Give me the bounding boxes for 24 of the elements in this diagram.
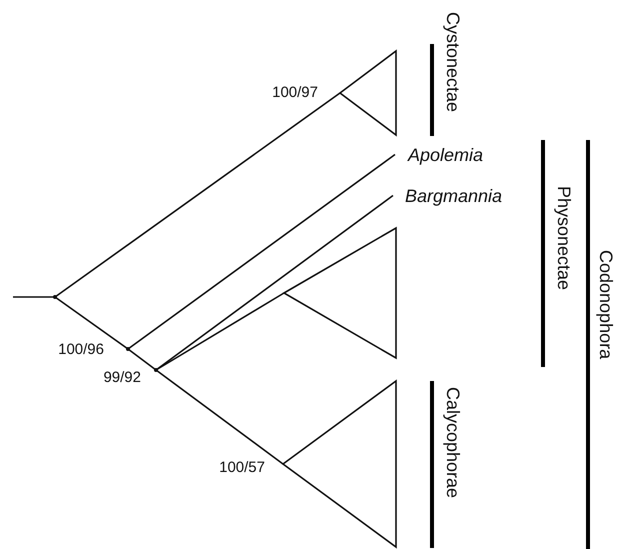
taxon-label: Bargmannia	[393, 185, 502, 207]
clade-name: Cystonectae	[443, 12, 462, 112]
branch-line	[156, 292, 284, 371]
support-value: 100/97	[272, 84, 318, 102]
clade-name: Calycophorae	[443, 387, 462, 498]
branch-line	[156, 194, 394, 371]
branch-point	[53, 295, 57, 299]
branch-line	[54, 296, 128, 350]
support-value: 100/57	[219, 459, 265, 477]
branch-line	[128, 348, 156, 371]
branch-point	[154, 368, 158, 372]
branch-line	[13, 296, 55, 298]
taxon-label: Apolemia	[395, 144, 484, 166]
branch-line	[54, 92, 340, 298]
branch-line	[128, 154, 396, 350]
collapsed-clade-triangle	[340, 51, 396, 135]
clade-name: Codonophora	[596, 250, 615, 360]
clade-name: Physonectae	[554, 186, 573, 290]
support-value: 100/96	[58, 341, 104, 359]
support-value: 99/92	[103, 369, 141, 387]
branch-point	[126, 347, 130, 351]
collapsed-clade-triangle	[283, 381, 396, 547]
collapsed-clade-triangle	[284, 228, 396, 358]
branch-line	[156, 369, 284, 465]
